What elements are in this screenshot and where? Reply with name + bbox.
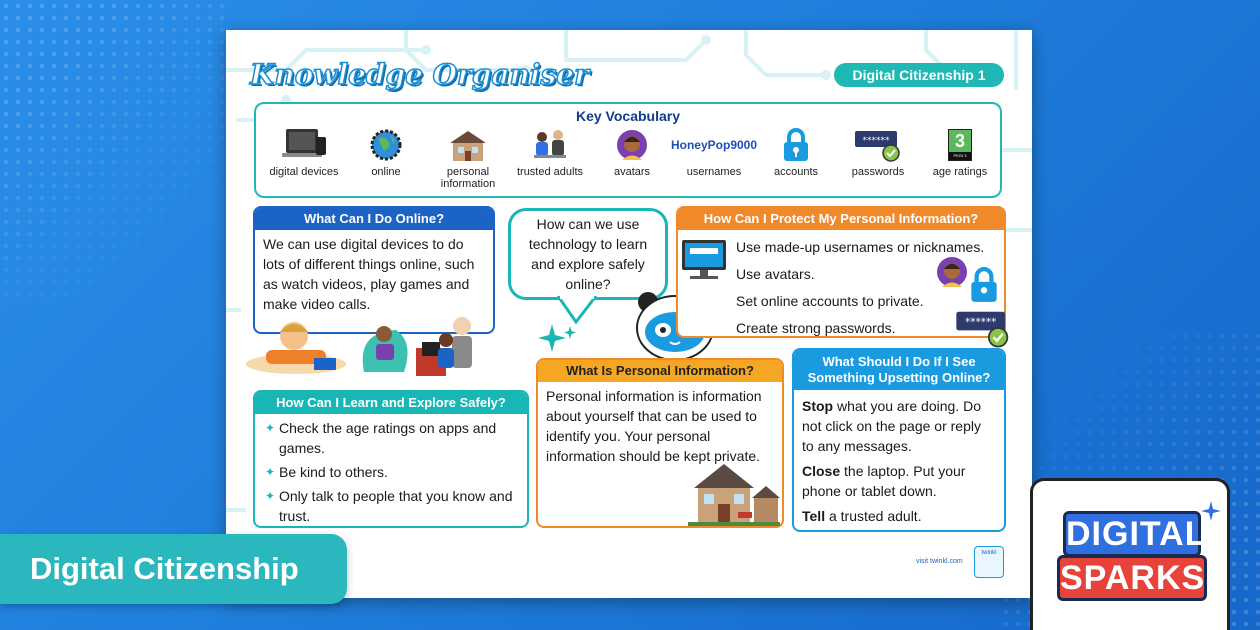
upsetting-header: What Should I Do If I See Something Upse… — [794, 350, 1004, 390]
vocab-item-passwords: ****** passwords — [838, 126, 918, 178]
vocab-label: avatars — [613, 166, 651, 178]
upsetting-step-tell: Tell a trusted adult. — [802, 508, 922, 524]
vocab-label: usernames — [686, 166, 742, 178]
age-rating-number: 3 — [954, 131, 965, 151]
speech-bubble-tail — [556, 296, 598, 325]
twinkl-logo: twinkl — [974, 546, 1004, 578]
people-icon — [534, 130, 566, 158]
personal-info-box: What Is Personal Information? Personal i… — [536, 358, 784, 528]
password-icon: ****** — [956, 311, 1009, 348]
protect-box: How Can I Protect My Personal Informatio… — [676, 206, 1006, 338]
vocab-item-online: online — [346, 126, 426, 178]
vocab-item-avatars: avatars — [592, 126, 672, 178]
vocab-label: online — [371, 166, 401, 178]
sparkle-icon — [538, 324, 576, 352]
bullet-icon: ✦ — [265, 489, 276, 503]
learn-item: ✦Only talk to people that you know and t… — [265, 488, 513, 524]
protect-item: Set online accounts to private. — [736, 293, 924, 309]
vocab-item-trusted-adults: trusted adults — [510, 126, 590, 178]
online-text: We can use digital devices to do lots of… — [263, 236, 475, 312]
online-header: What Can I Do Online? — [255, 208, 493, 230]
vocab-item-age-ratings: 3 PEGI 3 age ratings — [920, 126, 1000, 178]
learn-header: How Can I Learn and Explore Safely? — [255, 392, 527, 414]
bullet-icon: ✦ — [265, 465, 276, 479]
age-rating-icon: 3 PEGI 3 — [948, 129, 972, 161]
dot-pattern-top-left — [0, 0, 230, 300]
house-icon — [450, 131, 486, 161]
personal-info-text: Personal information is information abou… — [546, 388, 762, 464]
knowledge-organiser-sheet: Knowledge Organiser Digital Citizenship … — [226, 30, 1032, 598]
password-icon: ****** — [855, 131, 900, 162]
sparkle-icon — [1201, 501, 1221, 521]
protect-header: How Can I Protect My Personal Informatio… — [678, 208, 1004, 230]
house-illustration — [688, 464, 780, 526]
learn-item: ✦Check the age ratings on apps and games… — [265, 420, 497, 456]
digital-sparks-logo: DIGITAL SPARKS — [1030, 478, 1230, 630]
personal-info-header: What Is Personal Information? — [538, 360, 782, 382]
vocab-item-personal-information: personal information — [428, 126, 508, 190]
username-icon: HoneyPop9000 — [670, 138, 758, 152]
protect-item: Use avatars. — [736, 266, 815, 282]
topic-banner: Digital Citizenship — [0, 534, 347, 604]
vocab-title: Key Vocabulary — [575, 108, 680, 124]
padlock-icon — [971, 267, 997, 302]
topic-tag: Digital Citizenship 1 — [834, 63, 1004, 87]
vocab-item-usernames: HoneyPop9000 usernames — [670, 126, 758, 178]
upsetting-step-close: Close the laptop. Put your phone or tabl… — [802, 463, 966, 499]
laptop-icon — [282, 129, 326, 157]
avatar-icon — [937, 257, 967, 287]
age-rating-badge: PEGI 3 — [949, 152, 971, 160]
online-box: What Can I Do Online? We can use digital… — [253, 206, 495, 334]
vocab-label: digital devices — [269, 166, 339, 178]
visit-link[interactable]: visit twinkl.com — [916, 558, 963, 565]
page-title: Knowledge Organiser — [249, 57, 589, 92]
padlock-icon — [784, 128, 808, 161]
vocab-label: age ratings — [932, 166, 988, 178]
learn-item: ✦Be kind to others. — [265, 464, 388, 480]
computer-icon — [682, 240, 726, 279]
vocab-label: trusted adults — [516, 166, 584, 178]
logo-digital-text: DIGITAL — [1063, 511, 1205, 557]
protect-item: Use made-up usernames or nicknames. — [736, 239, 985, 255]
globe-icon — [370, 129, 402, 161]
vocab-label: accounts — [773, 166, 819, 178]
protect-list: Use made-up usernames or nicknames. Use … — [736, 234, 985, 336]
vocab-label: personal information — [440, 166, 496, 190]
key-vocabulary-panel: Key Vocabulary digital devices — [254, 102, 1002, 198]
learn-list: ✦Check the age ratings on apps and games… — [255, 414, 527, 526]
bullet-icon: ✦ — [265, 421, 276, 435]
svg-text:******: ****** — [863, 136, 891, 146]
vocab-item-accounts: accounts — [756, 126, 836, 178]
learn-box: How Can I Learn and Explore Safely? ✦Che… — [253, 390, 529, 528]
upsetting-box: What Should I Do If I See Something Upse… — [792, 348, 1006, 532]
protect-item: Create strong passwords. — [736, 320, 896, 336]
svg-text:******: ****** — [965, 317, 996, 329]
children-illustration — [246, 317, 472, 376]
logo-sparks-text: SPARKS — [1057, 555, 1207, 601]
vocab-label: passwords — [851, 166, 905, 178]
upsetting-steps: Stop what you are doing. Do not click on… — [794, 390, 1004, 530]
vocab-item-digital-devices: digital devices — [264, 126, 344, 178]
upsetting-step-stop: Stop what you are doing. Do not click on… — [802, 398, 981, 454]
avatar-icon — [617, 130, 647, 160]
speech-bubble: How can we use technology to learn and e… — [508, 208, 668, 300]
